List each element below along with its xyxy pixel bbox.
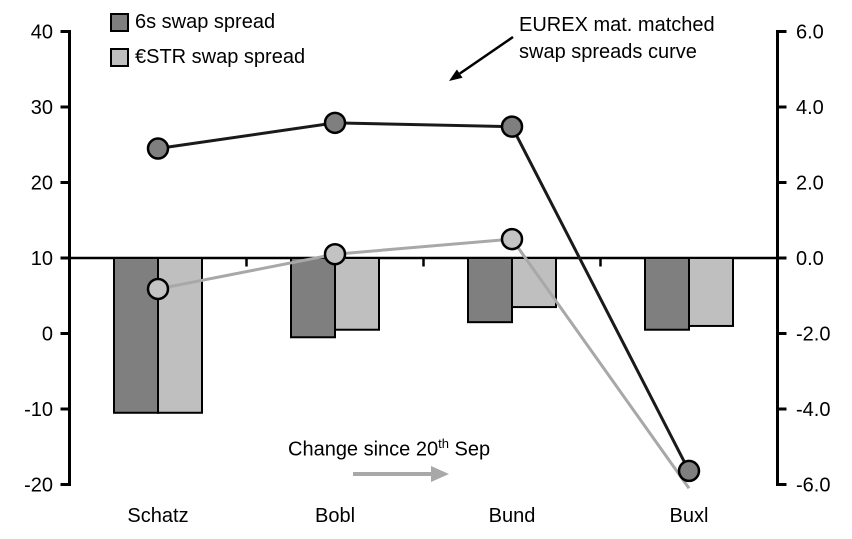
legend-item-estr: €STR swap spread	[110, 43, 305, 71]
bar-estr-bund	[511, 257, 557, 309]
curve-marker-0-bobl	[323, 242, 347, 266]
curve-marker-1-bobl	[323, 111, 347, 135]
curve-annotation-arrow-shaft	[459, 35, 514, 75]
legend-item-6s: 6s swap spread	[110, 8, 305, 36]
y-right-tick-label: -2.0	[796, 324, 830, 346]
legend-label-6s: 6s swap spread	[135, 10, 276, 33]
curve-line-0	[157, 237, 691, 490]
annotation-change-sup: th	[438, 436, 449, 451]
legend-swatch-6s	[110, 12, 129, 32]
y-left-tick-label: -20	[24, 475, 53, 497]
legend-swatch-estr	[110, 47, 129, 67]
annotation-change-prefix: Change since 20	[288, 438, 439, 461]
annotation-curve-line2: swap spreads curve	[519, 41, 697, 63]
y-left-tick-label: -10	[24, 399, 53, 421]
y-right-tick-label: 0.0	[796, 248, 824, 270]
annotation-change-suffix: Sep	[448, 438, 491, 461]
y-left-tick-label: 0	[42, 324, 53, 346]
bar-estr-bobl	[334, 257, 380, 331]
legend-label-estr: €STR swap spread	[135, 45, 306, 68]
x-category-label: Buxl	[670, 505, 709, 527]
y-left-tick-label: 40	[31, 22, 53, 44]
annotation-change-label: Change since 20th Sep	[288, 436, 490, 462]
y-left-tick-label: 20	[31, 173, 53, 195]
bar-6s-bund	[467, 257, 513, 324]
y-right-tick-label: 6.0	[796, 22, 824, 44]
y-right-tick-label: 4.0	[796, 97, 824, 119]
curve-line-1	[157, 121, 691, 472]
y-right-tick-label: -6.0	[796, 475, 830, 497]
y-left-tick-label: 10	[31, 248, 53, 270]
bar-6s-buxl	[644, 257, 690, 331]
change-annotation-arrow-head	[431, 466, 449, 482]
y-right-tick-label: -4.0	[796, 399, 830, 421]
x-category-label: Bund	[489, 505, 536, 527]
curve-annotation-arrow-head	[449, 69, 463, 81]
y-right-tick-label: 2.0	[796, 173, 824, 195]
x-category-label: Bobl	[315, 505, 355, 527]
bar-6s-bobl	[290, 257, 336, 339]
y-left-tick-label: 30	[31, 97, 53, 119]
curve-marker-1-bund	[500, 115, 524, 138]
chart-legend: 6s swap spread €STR swap spread	[110, 8, 305, 78]
curve-marker-1-buxl	[677, 459, 701, 483]
annotation-curve-line1: EUREX mat. matched	[519, 14, 715, 36]
bar-estr-buxl	[688, 257, 734, 327]
curve-marker-1-schatz	[146, 137, 170, 160]
curve-marker-0-bund	[500, 227, 524, 251]
annotation-curve-label: EUREX mat. matched swap spreads curve	[519, 12, 715, 66]
curve-marker-0-schatz	[146, 277, 170, 301]
x-category-label: Schatz	[127, 505, 188, 527]
